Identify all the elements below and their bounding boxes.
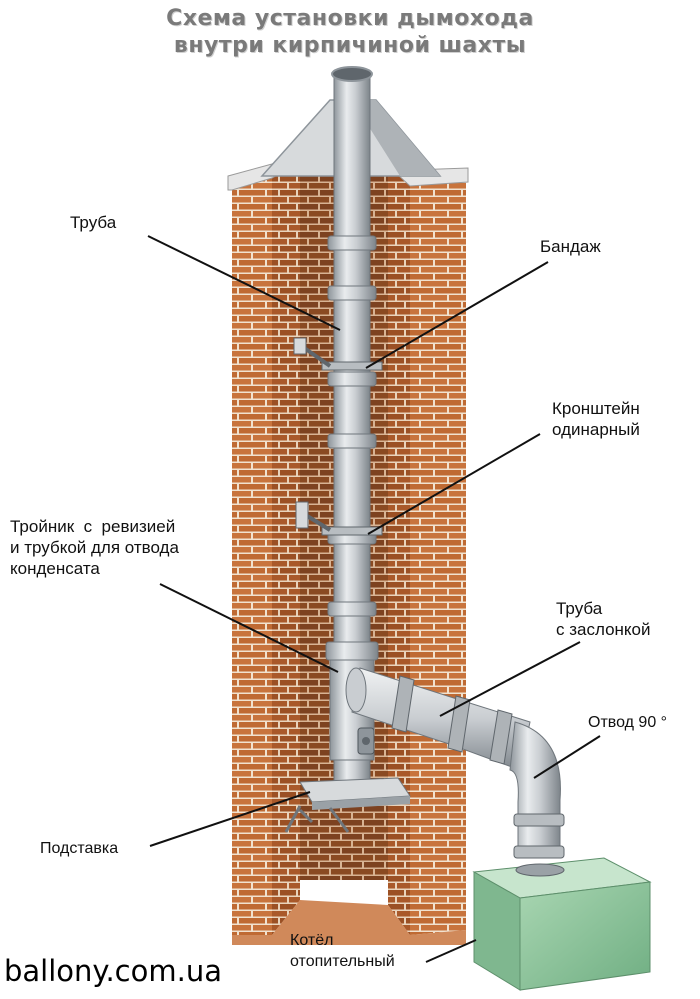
diagram-title-line2: внутри кирпичиной шахты: [173, 33, 527, 58]
label-troynik-line3: конденсата: [10, 559, 100, 578]
leader-troynik: [159, 583, 339, 673]
label-truba: Труба: [70, 213, 117, 232]
bandage-clamp: [293, 337, 383, 371]
label-kotel-line2: отопительный: [290, 953, 395, 970]
leader-kotel: [425, 939, 477, 963]
label-bandazh: Бандаж: [540, 237, 601, 256]
brick-shaft: [227, 99, 469, 945]
label-truba-zaslonka: Труба с заслонкой: [556, 598, 651, 640]
shaft-left-front: [232, 178, 272, 935]
leader-truba: [147, 235, 341, 331]
damper-ring-3: [489, 709, 513, 765]
shaft-right-side: [388, 150, 410, 935]
damper-ring-1: [391, 675, 415, 733]
leader-kronshtein: [367, 433, 541, 535]
damper-ring-2: [447, 695, 471, 753]
boiler-side: [519, 881, 651, 991]
flue-pipe-top: [331, 66, 373, 82]
label-troynik: Тройник с ревизией и трубкой для отвода …: [10, 516, 179, 579]
support-stand: [284, 777, 411, 833]
label-troynik-line2: и трубкой для отвода: [10, 538, 179, 557]
damper-pipe: [345, 667, 531, 771]
elbow-90: [509, 721, 565, 859]
label-kotel-line1: Котёл: [290, 932, 334, 949]
rain-cone-shade: [352, 100, 440, 176]
shaft-left-side: [272, 150, 300, 935]
label-troynik-line1: Тройник с ревизией: [10, 517, 176, 536]
label-zaslonka-line1: Труба: [556, 599, 603, 618]
label-otvod: Отвод 90 °: [588, 714, 668, 731]
leader-podstavka: [149, 791, 311, 847]
label-kronshtein: Кронштейн одинарный: [552, 398, 640, 440]
shaft-right-front: [410, 180, 466, 935]
leader-bandazh: [365, 261, 549, 369]
label-kronshtein-line2: одинарный: [552, 420, 640, 439]
leader-otvod: [533, 735, 601, 779]
flue-pipe: [284, 66, 411, 833]
diagram-title-line1: Схема установки дымохода: [166, 6, 534, 31]
leader-zaslonka: [439, 641, 581, 717]
label-zaslonka-line2: с заслонкой: [556, 620, 651, 639]
leader-lines: [147, 235, 601, 963]
single-bracket: [295, 501, 383, 536]
shaft-base: [232, 900, 466, 945]
watermark: ballony.com.ua: [4, 954, 222, 988]
label-kotel: Котёл отопительный: [290, 930, 395, 972]
boiler: [472, 857, 652, 991]
label-podstavka: Подставка: [40, 840, 119, 857]
label-kronshtein-line1: Кронштейн: [552, 399, 640, 418]
